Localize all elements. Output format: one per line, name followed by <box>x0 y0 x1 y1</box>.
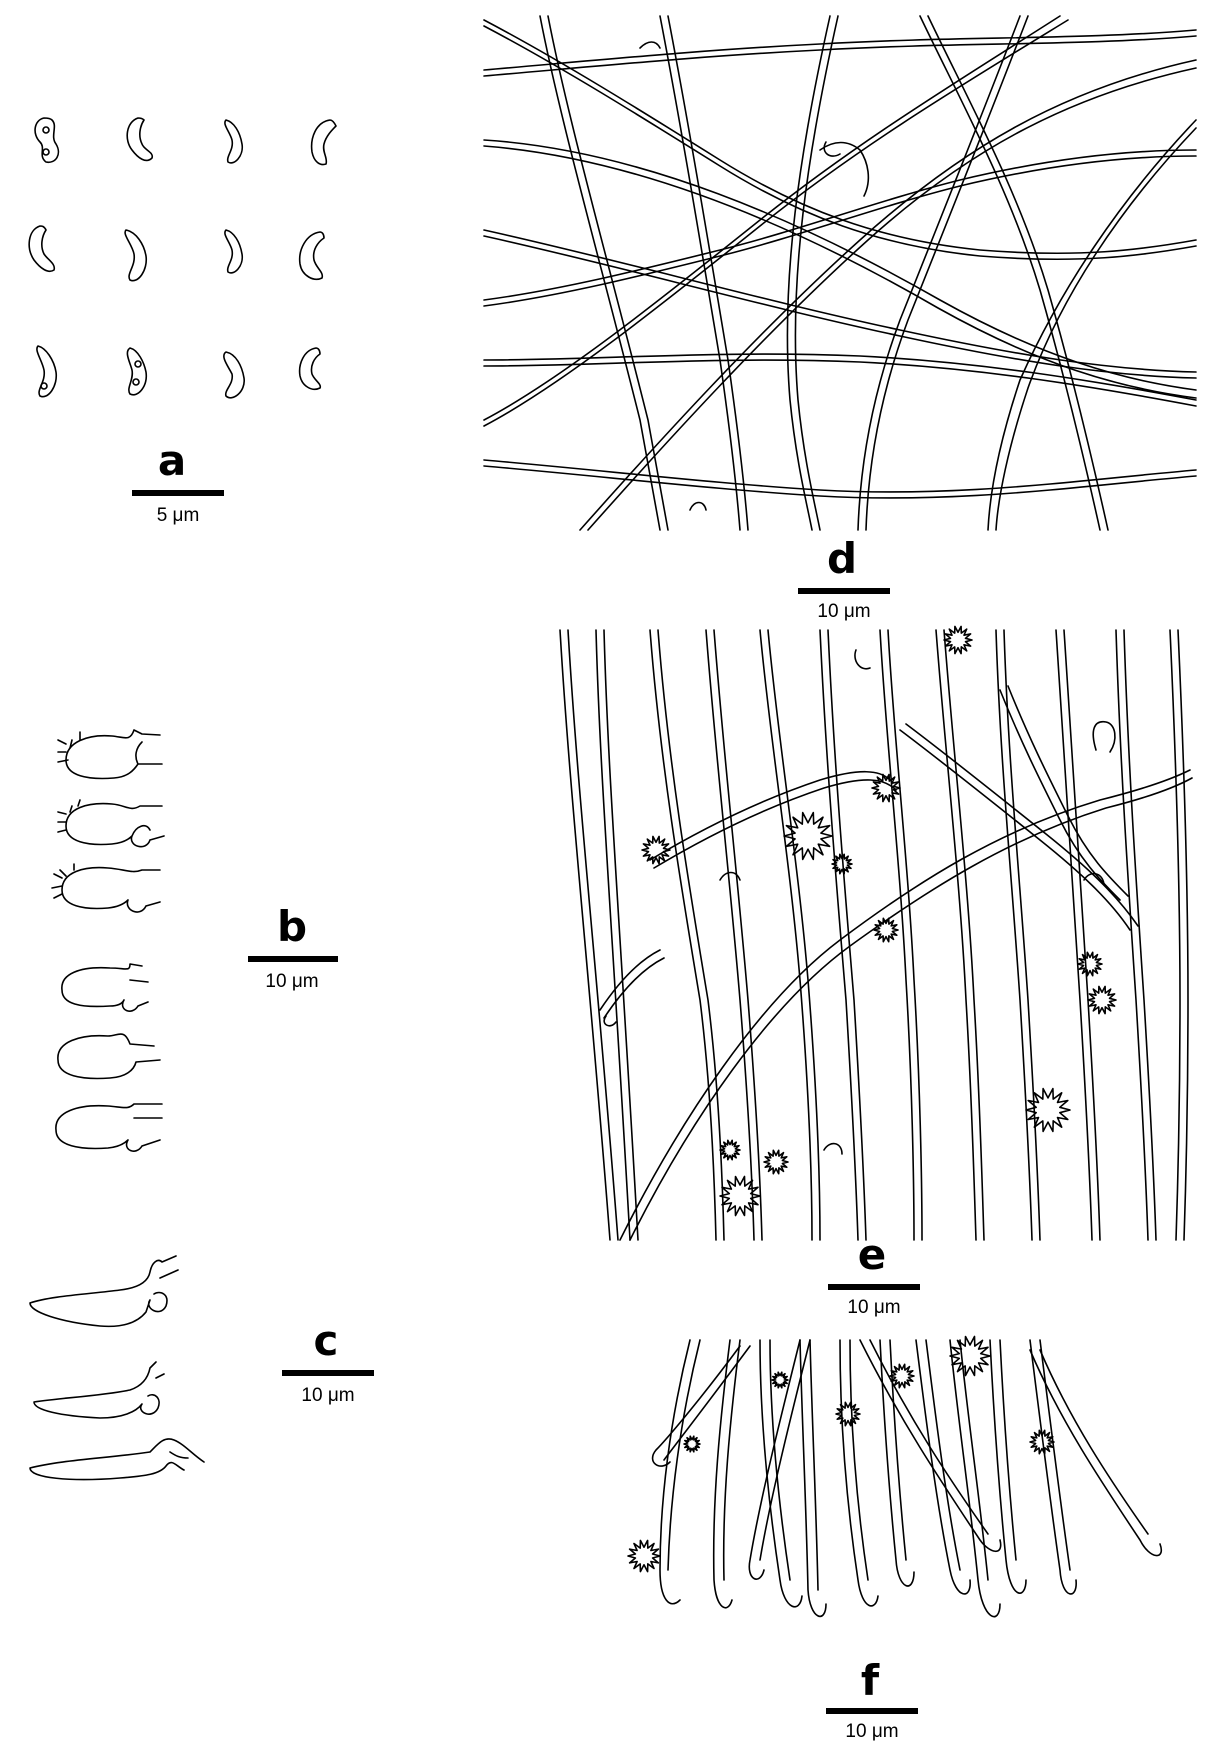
crystal <box>641 835 671 865</box>
panel-c-cystidioles <box>29 1255 205 1481</box>
crystal <box>873 917 899 943</box>
panel-label-f: f <box>860 1656 880 1705</box>
panel-b-basidia <box>51 729 165 1152</box>
panel-d-hyphae <box>483 15 1197 531</box>
scale-bar-c <box>282 1370 374 1376</box>
panel-label-d: d <box>826 534 858 583</box>
crystal <box>1025 1087 1071 1133</box>
scale-bar-b <box>248 956 338 962</box>
crystal <box>771 1371 789 1389</box>
panel-e-hyphae <box>559 629 1193 1241</box>
crystal <box>1087 985 1117 1015</box>
scale-label-d: 10 μm <box>817 601 871 622</box>
scale-bar-f <box>826 1708 918 1714</box>
scale-bar-e <box>828 1284 920 1290</box>
crystal <box>719 1175 761 1217</box>
crystal <box>763 1149 789 1175</box>
crystal <box>831 853 853 875</box>
crystal <box>949 1335 991 1377</box>
crystal <box>683 1435 701 1453</box>
panel-label-b: b <box>276 902 308 951</box>
scale-label-b: 10 μm <box>265 971 319 992</box>
scale-bar-a <box>132 490 224 496</box>
panel-label-a: a <box>157 436 187 485</box>
scale-label-e: 10 μm <box>847 1297 901 1318</box>
crystal <box>627 1539 661 1573</box>
scale-label-f: 10 μm <box>845 1721 899 1742</box>
crystal <box>943 625 973 655</box>
scale-label-c: 10 μm <box>301 1385 355 1406</box>
scale-bar-d <box>798 588 890 594</box>
crystal <box>889 1363 915 1389</box>
scale-label-a: 5 μm <box>156 505 200 526</box>
crystal <box>719 1139 741 1161</box>
crystal <box>783 811 833 861</box>
crystal <box>835 1401 861 1427</box>
panel-label-e: e <box>857 1230 887 1279</box>
panel-f-hyphal-ends <box>651 1339 1163 1618</box>
crystal <box>871 773 901 803</box>
panel-a-spores <box>28 117 337 399</box>
crystal-clusters <box>627 625 1117 1573</box>
crystal <box>1029 1429 1055 1455</box>
crystal <box>1077 951 1103 977</box>
panel-label-c: c <box>313 1316 339 1365</box>
